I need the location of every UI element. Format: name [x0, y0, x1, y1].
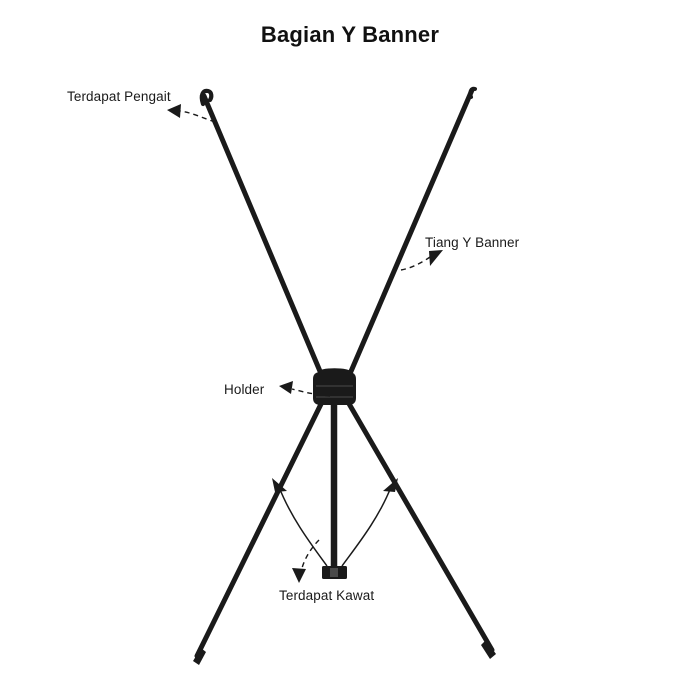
label-tiang-y-banner: Tiang Y Banner — [425, 235, 520, 250]
lower-left-leg — [194, 399, 325, 659]
upper-poles-group — [199, 86, 477, 379]
wire-anchor-left — [272, 478, 287, 492]
lower-right-leg — [345, 399, 495, 653]
support-wires-group — [272, 478, 398, 567]
right-foot-cap — [481, 640, 496, 659]
support-wire-left — [278, 486, 328, 567]
label-terdapat-kawat: Terdapat Kawat — [279, 588, 375, 603]
arrow-head-tiang — [429, 250, 443, 266]
center-foot-slot — [330, 568, 338, 577]
arrow-head-kawat — [292, 568, 306, 583]
hook-icon — [199, 88, 214, 107]
arrow-head-holder — [279, 381, 293, 394]
arrow-line-holder — [291, 388, 331, 397]
arrow-line-pengait — [179, 110, 216, 123]
page-title: Bagian Y Banner — [260, 22, 440, 47]
hook-right-icon — [468, 86, 477, 99]
support-wire-right — [341, 486, 392, 567]
left-foot-cap — [193, 648, 206, 665]
upper-right-pole — [346, 87, 475, 379]
arrow-line-kawat — [301, 539, 320, 569]
holder-cap — [318, 368, 351, 375]
arrow-head-pengait — [167, 104, 181, 118]
arrow-line-tiang — [400, 256, 431, 271]
wire-anchor-right — [383, 478, 398, 492]
label-terdapat-pengait: Terdapat Pengait — [67, 89, 171, 104]
holder-block — [313, 368, 356, 405]
label-holder: Holder — [224, 382, 265, 397]
upper-left-pole — [201, 93, 325, 379]
lower-legs-group — [193, 399, 496, 665]
callout-arrows-group — [167, 104, 443, 583]
